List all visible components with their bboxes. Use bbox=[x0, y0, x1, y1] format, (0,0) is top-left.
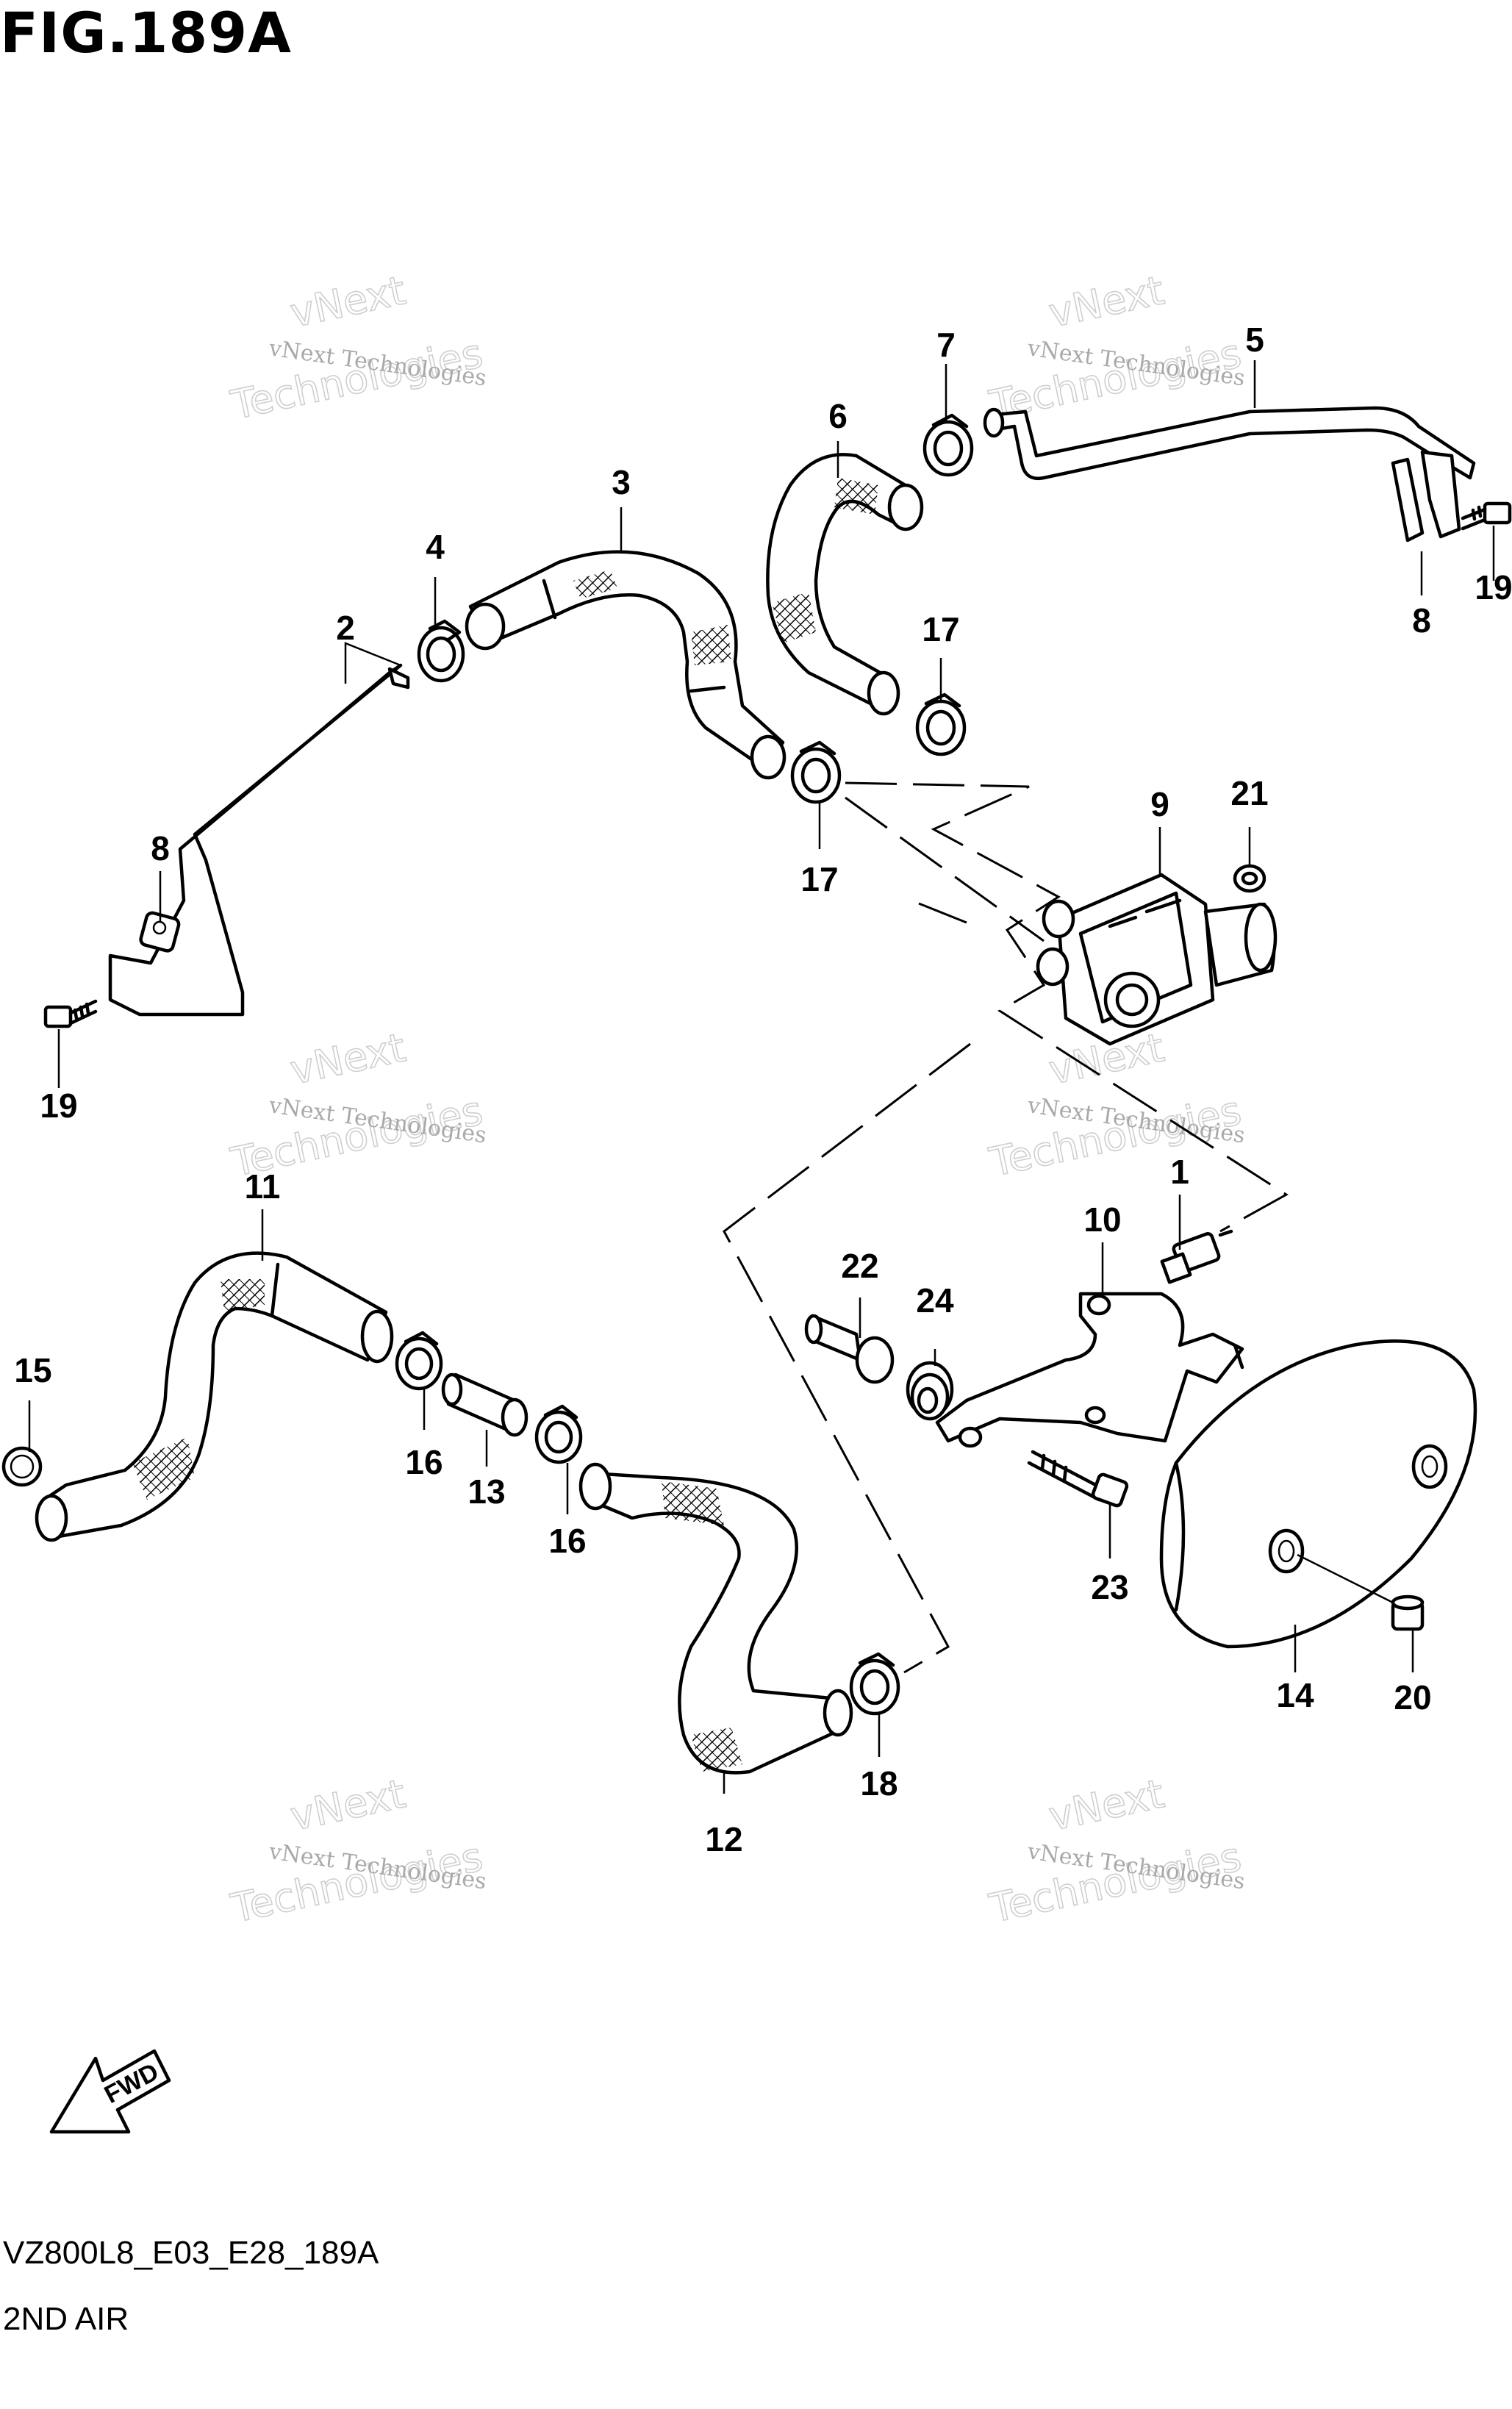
part-24-grommet bbox=[906, 1361, 954, 1421]
part-17-clamp-lower bbox=[790, 740, 842, 804]
part-16-clamp-right bbox=[534, 1404, 583, 1464]
part-11-hose bbox=[35, 1251, 394, 1542]
callout-1: 1 bbox=[1170, 1153, 1189, 1191]
part-16-clamp-left bbox=[395, 1331, 443, 1391]
callout-16-right: 16 bbox=[548, 1522, 586, 1560]
part-23-bolt bbox=[1027, 1450, 1129, 1508]
callout-16-left: 16 bbox=[405, 1443, 443, 1481]
callout-4: 4 bbox=[426, 528, 445, 566]
diagram-code: VZ800L8_E03_E28_189A bbox=[3, 2235, 379, 2271]
part-18-clamp bbox=[849, 1652, 900, 1716]
callout-9: 9 bbox=[1150, 785, 1169, 823]
part-7-clamp bbox=[922, 413, 974, 477]
watermark-top-left: vNext Technologies vNext Technologies bbox=[226, 266, 488, 429]
callout-19-right: 19 bbox=[1475, 568, 1512, 606]
part-1-sensor bbox=[1160, 1229, 1233, 1284]
assembly-lines bbox=[723, 781, 1289, 1674]
callout-20: 20 bbox=[1394, 1678, 1431, 1717]
part-9-reed-valve bbox=[1036, 873, 1278, 1046]
part-5-pipe bbox=[983, 406, 1476, 543]
callout-21: 21 bbox=[1230, 774, 1268, 812]
callout-13: 13 bbox=[467, 1472, 505, 1511]
callout-23: 23 bbox=[1091, 1568, 1128, 1606]
callout-12: 12 bbox=[705, 1820, 742, 1858]
part-21-gasket bbox=[1233, 864, 1266, 893]
callout-19-left: 19 bbox=[40, 1087, 77, 1125]
svg-text:vNext: vNext bbox=[1045, 267, 1168, 336]
fwd-arrow-icon: FWD bbox=[49, 2049, 171, 2134]
callout-7: 7 bbox=[936, 326, 956, 364]
part-19-bolt-right bbox=[1461, 501, 1512, 531]
callout-17-upper: 17 bbox=[922, 610, 959, 648]
svg-text:vNext: vNext bbox=[287, 1024, 409, 1093]
callout-15: 15 bbox=[14, 1351, 51, 1389]
part-12-hose bbox=[578, 1462, 853, 1775]
callout-24: 24 bbox=[916, 1281, 954, 1320]
part-3-hose bbox=[465, 550, 787, 780]
part-20-nut bbox=[1391, 1594, 1425, 1631]
part-15-clamp bbox=[1, 1446, 43, 1487]
part-17-clamp-upper bbox=[915, 692, 967, 756]
part-19-bolt-left bbox=[43, 999, 98, 1028]
part-14-cover bbox=[1159, 1339, 1477, 1649]
callout-10: 10 bbox=[1083, 1200, 1121, 1239]
watermark-bottom-left: vNext Technologies vNext Technologies bbox=[226, 1769, 488, 1932]
svg-text:vNext: vNext bbox=[287, 1770, 409, 1839]
watermark-bottom-right: vNext Technologies vNext Technologies bbox=[985, 1769, 1247, 1932]
watermark-mid-left: vNext Technologies vNext Technologies bbox=[226, 1023, 488, 1186]
part-13-joint bbox=[441, 1372, 529, 1437]
callout-18: 18 bbox=[860, 1764, 897, 1803]
callout-22: 22 bbox=[841, 1247, 878, 1285]
part-4-clamp bbox=[417, 619, 465, 683]
callout-labels: 1 2 3 4 5 6 7 8 8 9 10 11 12 13 14 15 16… bbox=[14, 321, 1512, 1858]
part-2-pipe bbox=[108, 663, 410, 1017]
callout-8-left: 8 bbox=[151, 829, 170, 867]
part-6-hose bbox=[766, 453, 924, 716]
callout-5: 5 bbox=[1245, 321, 1264, 359]
callout-6: 6 bbox=[828, 397, 848, 435]
callout-14: 14 bbox=[1276, 1676, 1314, 1714]
callout-2: 2 bbox=[336, 609, 355, 647]
callout-17-lower: 17 bbox=[800, 860, 838, 898]
part-10-bracket bbox=[935, 1292, 1244, 1448]
leader-lines bbox=[28, 360, 1495, 1794]
svg-text:vNext: vNext bbox=[1045, 1770, 1168, 1839]
watermark-top-right: vNext Technologies vNext Technologies bbox=[985, 266, 1247, 429]
callout-11: 11 bbox=[245, 1167, 281, 1206]
part-22-collar bbox=[804, 1314, 895, 1384]
svg-text:vNext: vNext bbox=[287, 267, 409, 336]
watermark-mid-right: vNext Technologies vNext Technologies bbox=[985, 1023, 1247, 1186]
figure-title: FIG.189A bbox=[0, 0, 292, 65]
section-name: 2ND AIR bbox=[3, 2301, 129, 2337]
callout-8-right: 8 bbox=[1412, 601, 1431, 640]
callout-3: 3 bbox=[612, 463, 631, 501]
